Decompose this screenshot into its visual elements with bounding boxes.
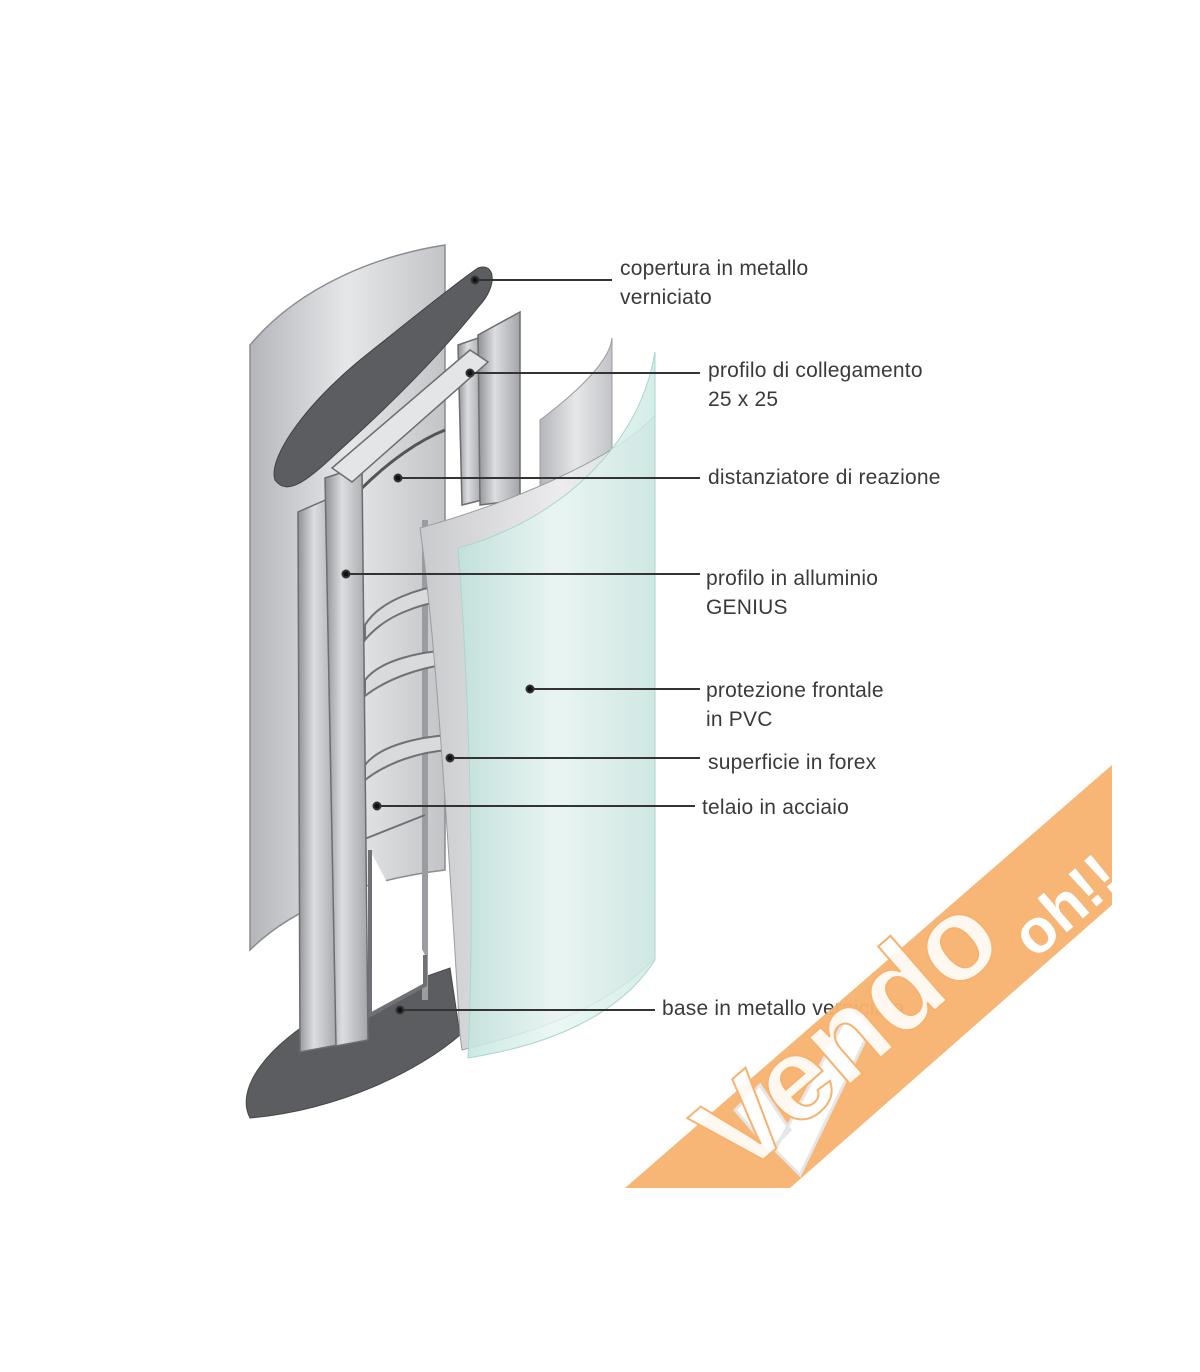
label-superficie: superficie in forex <box>708 751 877 774</box>
watermark-word: Vendo <box>670 868 1024 1200</box>
connecting-profile <box>330 349 490 483</box>
label-telaio: telaio in acciaio <box>702 796 849 819</box>
leader-lines <box>341 275 700 1015</box>
label-distanziatore: distanziatore di reazione <box>708 466 941 489</box>
pvc-protection <box>457 351 656 1059</box>
watermark-band <box>625 765 1112 1188</box>
top-cover <box>273 266 493 488</box>
aluminium-profiles <box>297 310 521 1053</box>
watermark-check-icon <box>732 1007 872 1178</box>
